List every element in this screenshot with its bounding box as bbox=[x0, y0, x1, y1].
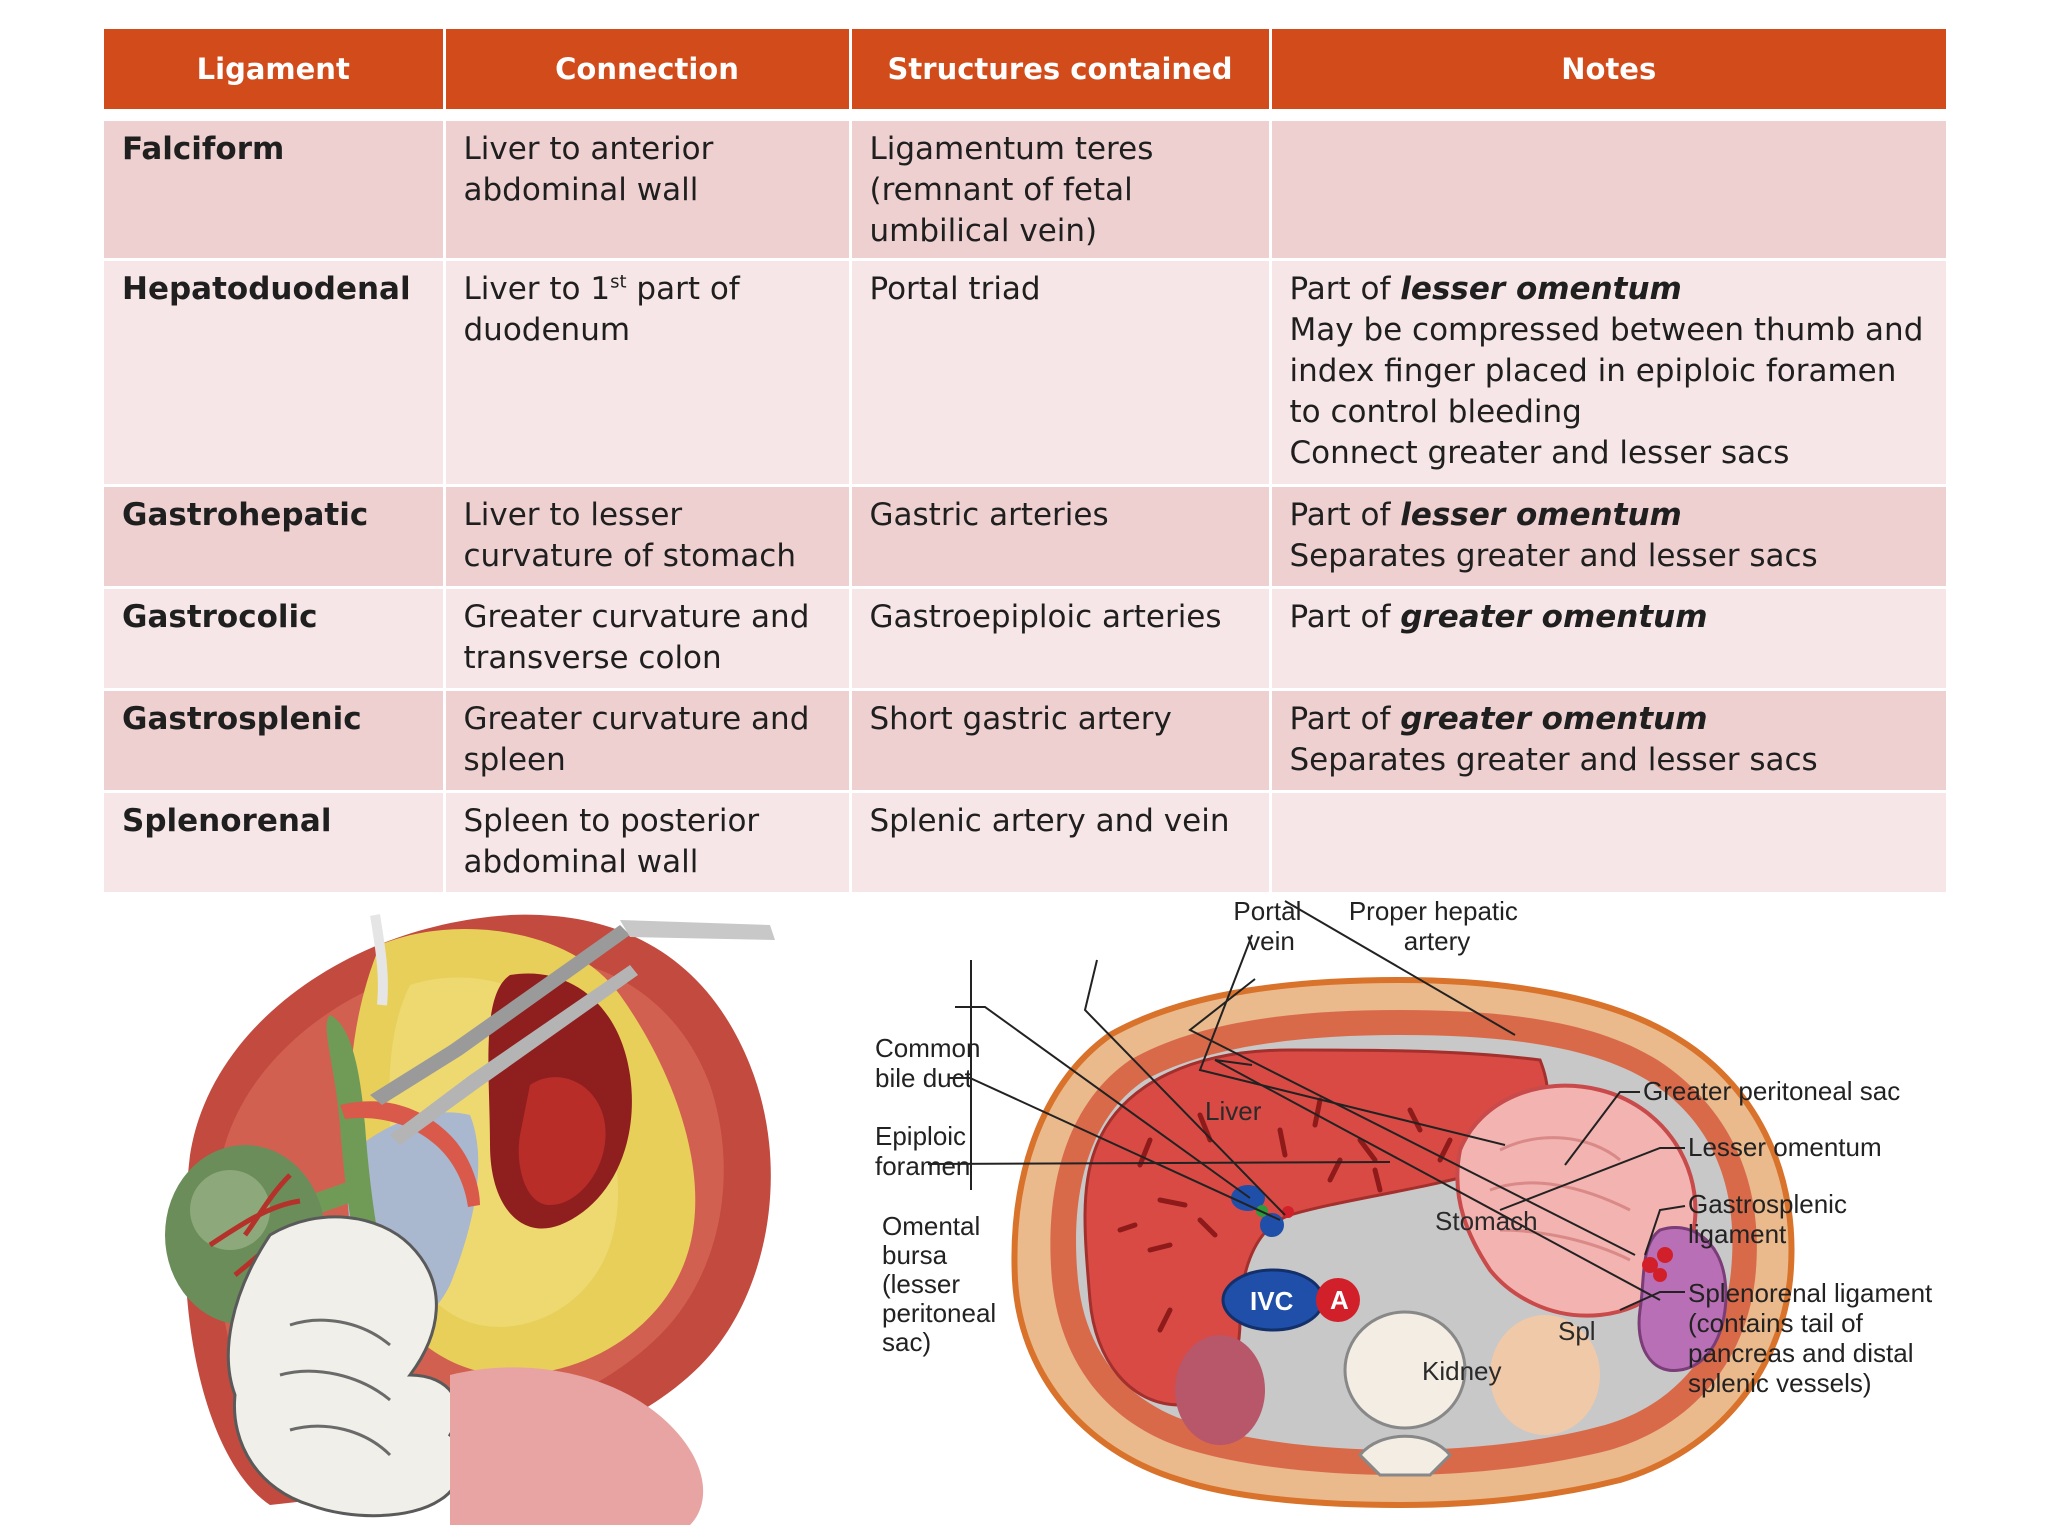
connection-cell: Greater curvature and spleen bbox=[442, 688, 852, 793]
table-row: Gastrocolic Greater curvature and transv… bbox=[104, 586, 1946, 691]
vertebra bbox=[1343, 1310, 1467, 1430]
ordinal-suffix: st bbox=[610, 271, 627, 293]
table-row: Splenorenal Spleen to posterior abdomina… bbox=[104, 790, 1946, 895]
note-emphasis: greater omentum bbox=[1400, 599, 1708, 635]
notes-cell bbox=[1268, 118, 1946, 261]
liver bbox=[1083, 1048, 1550, 1407]
note-line: Part of lesser omentum bbox=[1289, 271, 1682, 307]
table-row: Falciform Liver to anterior abdominal wa… bbox=[104, 118, 1946, 261]
column-header-structures: Structures contained bbox=[848, 26, 1272, 112]
omental-bursa-label: Omental bursa (lesser peritoneal sac) bbox=[882, 1211, 1003, 1357]
structures-cell: Ligamentum teres (remnant of fetal umbil… bbox=[848, 118, 1272, 261]
pringle-maneuver-illustration bbox=[165, 914, 775, 1525]
proper-hepatic-artery-label: Proper hepatic artery bbox=[1349, 900, 1525, 956]
structures-cell: Gastric arteries bbox=[848, 484, 1272, 589]
connection-text-rest: part of duodenum bbox=[463, 271, 740, 348]
notes-cell: Part of lesser omentum May be compressed… bbox=[1268, 258, 1946, 487]
spleen-label: Spl bbox=[1558, 1316, 1596, 1346]
ligament-name: Gastrocolic bbox=[104, 586, 446, 691]
connection-cell: Liver to 1st part of duodenum bbox=[442, 258, 852, 487]
duodenum bbox=[450, 1367, 704, 1525]
greater-peritoneal-sac-label: Greater peritoneal sac bbox=[1643, 1076, 1900, 1106]
left-kidney bbox=[1490, 1315, 1600, 1435]
epiploic-foramen-label: Epiploic foramen bbox=[875, 1121, 973, 1181]
notes-cell bbox=[1268, 790, 1946, 895]
column-header-ligament: Ligament bbox=[104, 26, 446, 112]
column-header-notes: Notes bbox=[1268, 26, 1946, 112]
hepatic-artery-marker bbox=[1282, 1206, 1294, 1218]
connection-cell: Greater curvature and transverse colon bbox=[442, 586, 852, 691]
portal-vein-label: Portal vein bbox=[1233, 900, 1308, 956]
notes-cell: Part of lesser omentum Separates greater… bbox=[1268, 484, 1946, 589]
note-emphasis: lesser omentum bbox=[1400, 497, 1682, 533]
table-row: Hepatoduodenal Liver to 1st part of duod… bbox=[104, 258, 1946, 487]
notes-cell: Part of greater omentum Separates greate… bbox=[1268, 688, 1946, 793]
connection-text: Liver to 1 bbox=[463, 271, 611, 307]
stomach-label: Stomach bbox=[1435, 1206, 1538, 1236]
forceps bbox=[370, 925, 630, 1105]
ligament-table: Ligament Connection Structures contained… bbox=[104, 26, 1946, 895]
note-line: Separates greater and lesser sacs bbox=[1289, 742, 1818, 778]
note-line: Part of greater omentum bbox=[1289, 701, 1708, 737]
spleen bbox=[1637, 1225, 1728, 1372]
note-line: May be compressed between thumb and inde… bbox=[1289, 312, 1924, 430]
gastrosplenic-ligament-label: Gastrosplenic ligament bbox=[1688, 1189, 1854, 1249]
note-emphasis: greater omentum bbox=[1400, 701, 1708, 737]
connection-cell: Spleen to posterior abdominal wall bbox=[442, 790, 852, 895]
table-row: Gastrohepatic Liver to lesser curvature … bbox=[104, 484, 1946, 589]
note-line: Separates greater and lesser sacs bbox=[1289, 538, 1818, 574]
ligament-name: Falciform bbox=[104, 118, 446, 261]
note-line: Part of greater omentum bbox=[1289, 599, 1708, 635]
table-row: Gastrosplenic Greater curvature and sple… bbox=[104, 688, 1946, 793]
abdominal-cross-section-diagram: Portal vein Proper hepatic artery Common… bbox=[875, 900, 1940, 1509]
structures-cell: Gastroepiploic arteries bbox=[848, 586, 1272, 691]
note-line: Connect greater and lesser sacs bbox=[1289, 435, 1790, 471]
table-header-row: Ligament Connection Structures contained… bbox=[104, 26, 1946, 112]
ligament-name: Hepatoduodenal bbox=[104, 258, 446, 487]
connection-cell: Liver to lesser curvature of stomach bbox=[442, 484, 852, 589]
liver-label: Liver bbox=[1205, 1096, 1262, 1126]
structures-cell: Splenic artery and vein bbox=[848, 790, 1272, 895]
column-header-connection: Connection bbox=[442, 26, 852, 112]
splenorenal-ligament-label: Splenorenal ligament (contains tail of p… bbox=[1688, 1278, 1940, 1398]
notes-cell: Part of greater omentum bbox=[1268, 586, 1946, 691]
ligament-name: Gastrohepatic bbox=[104, 484, 446, 589]
aorta bbox=[1316, 1278, 1360, 1322]
note-line: Part of lesser omentum bbox=[1289, 497, 1682, 533]
ligament-name: Splenorenal bbox=[104, 790, 446, 895]
kidney-label: Kidney bbox=[1422, 1356, 1502, 1386]
lesser-omentum-label: Lesser omentum bbox=[1688, 1132, 1882, 1162]
common-bile-duct-label: Common bile duct bbox=[875, 1033, 988, 1093]
ivc-label: IVC bbox=[1250, 1286, 1294, 1316]
aorta-label: A bbox=[1330, 1285, 1349, 1315]
structures-cell: Portal triad bbox=[848, 258, 1272, 487]
ligament-name: Gastrosplenic bbox=[104, 688, 446, 793]
structures-cell: Short gastric artery bbox=[848, 688, 1272, 793]
note-emphasis: lesser omentum bbox=[1400, 271, 1682, 307]
right-kidney bbox=[1175, 1335, 1265, 1445]
connection-cell: Liver to anterior abdominal wall bbox=[442, 118, 852, 261]
